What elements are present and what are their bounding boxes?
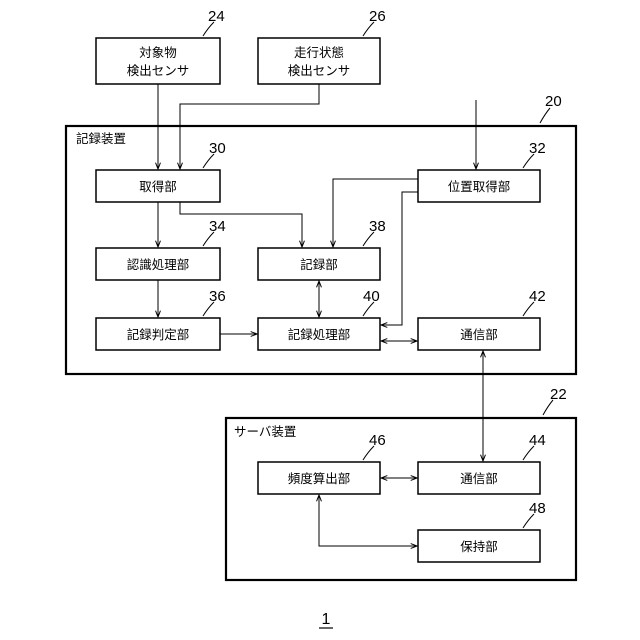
- ref-number: 20: [545, 93, 562, 110]
- travel-sensor-label-line2: 検出センサ: [288, 63, 351, 78]
- travel-sensor-block: 走行状態 検出センサ: [258, 38, 380, 84]
- communication-unit-block: 通信部: [418, 318, 540, 350]
- ref-number: 26: [369, 8, 386, 25]
- ref-number: 34: [209, 218, 226, 235]
- ref-number: 48: [529, 500, 546, 517]
- server-communication-unit-label: 通信部: [460, 471, 498, 486]
- ref-number: 30: [209, 140, 226, 157]
- ref-34: 34: [203, 218, 226, 246]
- ref-40: 40: [363, 288, 380, 316]
- ref-46: 46: [363, 432, 386, 460]
- ref-number: 42: [529, 288, 546, 305]
- recognition-unit-block: 認識処理部: [96, 248, 220, 280]
- edge-position-acquisition-to-recording-unit: [333, 179, 418, 247]
- ref-36: 36: [203, 288, 226, 316]
- ref-number: 46: [369, 432, 386, 449]
- ref-number: 22: [550, 386, 567, 403]
- ref-number: 38: [369, 218, 386, 235]
- travel-sensor-label-line1: 走行状態: [294, 45, 344, 60]
- storage-unit-block: 保持部: [418, 530, 540, 562]
- ref-number: 32: [529, 140, 546, 157]
- ref-42: 42: [523, 288, 546, 316]
- ref-number: 36: [209, 288, 226, 305]
- frequency-calculation-unit-block: 頻度算出部: [258, 462, 380, 494]
- figure-label: 1: [319, 611, 333, 628]
- edge-acquisition-to-recording-unit: [180, 202, 302, 247]
- frequency-calculation-unit-label: 頻度算出部: [288, 471, 351, 486]
- ref-30: 30: [203, 140, 226, 168]
- figure-number: 1: [322, 611, 331, 628]
- storage-unit-label: 保持部: [460, 539, 498, 554]
- server-communication-unit-block: 通信部: [418, 462, 540, 494]
- communication-unit-label: 通信部: [460, 327, 498, 342]
- ref-number: 24: [208, 8, 225, 25]
- object-sensor-label-line2: 検出センサ: [127, 63, 190, 78]
- edge-position-acquisition-to-record-processing: [381, 192, 418, 325]
- ref-22: 22: [543, 386, 567, 415]
- ref-32: 32: [523, 140, 546, 168]
- position-acquisition-unit-block: 位置取得部: [418, 170, 540, 202]
- server-device-title: サーバ装置: [234, 424, 296, 439]
- position-acquisition-unit-label: 位置取得部: [448, 179, 511, 194]
- ref-26: 26: [363, 8, 386, 36]
- record-judgment-unit-label: 記録判定部: [127, 327, 190, 342]
- ref-48: 48: [523, 500, 546, 528]
- ref-20: 20: [540, 93, 562, 123]
- record-judgment-unit-block: 記録判定部: [96, 318, 220, 350]
- ref-44: 44: [523, 432, 546, 460]
- acquisition-unit-block: 取得部: [96, 170, 220, 202]
- acquisition-unit-label: 取得部: [139, 179, 177, 194]
- edge-frequency-calc-storage: [319, 495, 417, 546]
- recording-unit-label: 記録部: [300, 257, 338, 272]
- object-sensor-block: 対象物 検出センサ: [96, 38, 220, 84]
- record-processing-unit-label: 記録処理部: [288, 327, 351, 342]
- recognition-unit-label: 認識処理部: [127, 257, 190, 272]
- ref-38: 38: [363, 218, 386, 246]
- ref-number: 44: [529, 432, 546, 449]
- recording-unit-block: 記録部: [258, 248, 380, 280]
- record-processing-unit-block: 記録処理部: [258, 318, 380, 350]
- ref-number: 40: [363, 288, 380, 305]
- object-sensor-label-line1: 対象物: [139, 45, 177, 60]
- ref-24: 24: [203, 8, 225, 36]
- recording-device-title: 記録装置: [76, 131, 126, 146]
